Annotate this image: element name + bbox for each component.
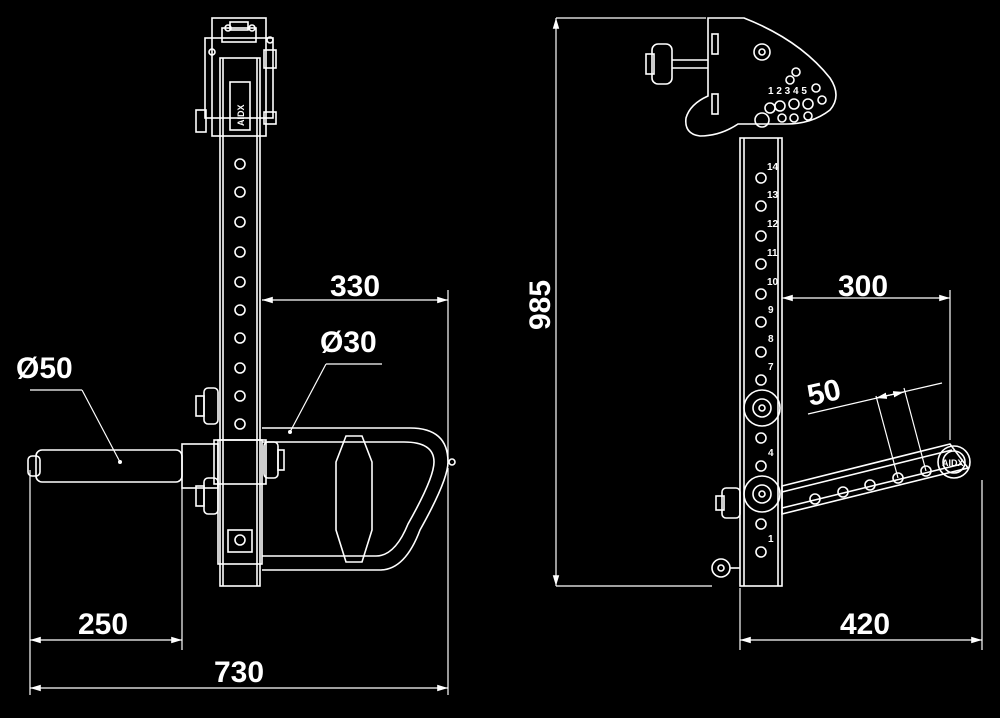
side-view xyxy=(27,17,456,587)
scale-12: 12 xyxy=(767,219,779,230)
right-dimension-lines xyxy=(552,17,983,650)
left-logo-text: AIDX xyxy=(236,104,246,126)
dimension-d30: Ø30 xyxy=(320,326,377,359)
scale-9: 9 xyxy=(768,305,774,316)
column-scale: 14 13 12 11 10 9 8 7 4 1 xyxy=(767,162,779,545)
scale-4: 4 xyxy=(768,448,774,459)
plate-number-row: 1 2 3 4 5 xyxy=(768,86,807,97)
leader-dot-d30 xyxy=(288,430,292,434)
top-bracket xyxy=(195,17,277,137)
knob-lower xyxy=(195,477,219,515)
scale-13: 13 xyxy=(767,190,779,201)
scale-10: 10 xyxy=(767,277,779,288)
pin-d50 xyxy=(27,443,219,489)
dimension-330: 330 xyxy=(330,270,380,303)
scale-1: 1 xyxy=(768,534,774,545)
dimension-300: 300 xyxy=(838,270,888,303)
head-plate xyxy=(684,17,837,137)
front-view xyxy=(645,17,971,587)
angled-arm xyxy=(781,443,971,516)
bottom-roller xyxy=(711,558,731,578)
scale-11: 11 xyxy=(767,248,778,259)
knob-right xyxy=(263,441,285,479)
front-knob-lower xyxy=(715,475,781,519)
tube-holes xyxy=(234,158,246,430)
knob-upper xyxy=(195,387,219,425)
head-knob xyxy=(645,43,708,85)
dimension-420: 420 xyxy=(840,608,890,641)
dimension-250: 250 xyxy=(78,608,128,641)
front-column xyxy=(739,137,783,587)
dimension-50: 50 xyxy=(804,373,844,413)
front-column-holes xyxy=(755,172,767,558)
logo-panel xyxy=(229,81,251,131)
vertical-tube xyxy=(219,57,261,587)
handle-d30 xyxy=(262,427,456,571)
clamp-sleeve xyxy=(213,439,267,565)
scale-14: 14 xyxy=(767,162,779,173)
arm-logo-text: AIDX xyxy=(942,458,964,468)
scale-8: 8 xyxy=(768,334,774,345)
dimension-985: 985 xyxy=(524,280,557,330)
dimension-730: 730 xyxy=(214,656,264,689)
front-knob-upper xyxy=(743,389,781,427)
scale-7: 7 xyxy=(768,362,774,373)
dimension-d50: Ø50 xyxy=(16,352,73,385)
leader-dot-d50 xyxy=(118,460,122,464)
plate-holes xyxy=(764,67,827,123)
left-dimension-lines xyxy=(29,290,449,695)
